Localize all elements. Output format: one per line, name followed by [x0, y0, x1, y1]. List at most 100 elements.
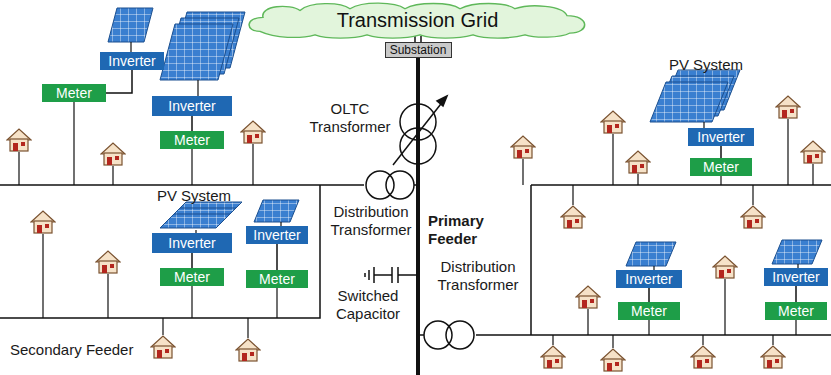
node-text: Inverter [772, 269, 819, 285]
inverter-box: Inverter [152, 96, 232, 116]
panel-wire [130, 42, 131, 52]
annotation-label: Distribution Transformer [327, 203, 415, 239]
panel-wire [197, 80, 198, 96]
house-icon [541, 346, 565, 368]
house-wire [572, 185, 573, 205]
house-icon [561, 206, 585, 228]
house-wire [552, 335, 553, 345]
pv-panel [254, 200, 299, 222]
pv-panel [108, 8, 153, 42]
oltc-transformer-symbol [393, 96, 447, 165]
annotation-label: Secondary Feeder [10, 341, 160, 359]
annotation-label: Primary Feeder [428, 212, 508, 248]
inverter-box: Inverter [152, 233, 232, 253]
house-wire [637, 174, 638, 185]
connector-line [720, 146, 722, 158]
annotation-label: PV System [148, 187, 240, 205]
annotation-label: Switched Capacitor [324, 287, 412, 323]
house-icon [761, 346, 785, 368]
meter-wire [276, 288, 277, 318]
house-wire [18, 152, 19, 185]
house-icon [151, 336, 175, 358]
house-icon [7, 129, 31, 151]
primary-feeder-line [416, 58, 420, 375]
connector [795, 286, 797, 302]
node-text: Inverter [625, 271, 672, 287]
pv-panels [108, 8, 822, 266]
meter-box: Meter [160, 131, 224, 149]
node-text: Inverter [108, 53, 155, 69]
pv-panel [626, 242, 676, 266]
connector-line [191, 116, 193, 131]
node-text: Transmission Grid [337, 9, 499, 32]
connector [648, 288, 650, 302]
house-icon [96, 251, 120, 273]
connector [191, 253, 193, 268]
meter-box: Meter [618, 302, 680, 320]
connector-line [648, 288, 650, 302]
house-wire [107, 274, 108, 318]
inverter-box: Inverter [246, 226, 308, 244]
house-icon [601, 111, 625, 133]
house-wire [587, 309, 588, 335]
cloud-node: Transmission Grid [245, 0, 590, 40]
distribution-transformer-symbol [366, 171, 418, 199]
house-icon [576, 286, 600, 308]
house-wire [772, 335, 773, 345]
house-wire [42, 234, 43, 318]
annotation-label: OLTC Transformer [304, 100, 396, 136]
node-text: Inverter [168, 235, 215, 251]
meter-wire [720, 176, 721, 185]
node-text: Meter [631, 303, 667, 319]
inverter-box: Inverter [616, 270, 682, 288]
meter-box: Meter [765, 302, 827, 320]
house-wire [522, 159, 523, 185]
house-icon [713, 256, 737, 278]
node-text: Inverter [253, 227, 300, 243]
node-text: Meter [174, 269, 210, 285]
inverter-box: Inverter [764, 268, 828, 286]
house-wire [612, 134, 613, 185]
cloud-shape [249, 3, 585, 38]
connector-line [795, 286, 797, 302]
inverter-box: Inverter [100, 52, 164, 70]
connector-line [106, 70, 132, 93]
inverter-box: Inverter [688, 128, 754, 146]
bus-lines [0, 185, 831, 335]
switched-capacitor-symbol [365, 267, 418, 283]
house-wire [752, 185, 753, 205]
house-icon [31, 211, 55, 233]
pv-panel [772, 240, 822, 264]
node-text: Meter [778, 303, 814, 319]
meter-wire [191, 149, 192, 185]
meter-box: Meter [160, 268, 224, 286]
node-text: Meter [259, 271, 295, 287]
house-icon [236, 339, 260, 361]
houses [7, 96, 825, 371]
pv-panel [160, 24, 233, 80]
meter-wire [795, 320, 796, 335]
meter-box: Meter [690, 158, 752, 176]
connector-line [191, 253, 193, 268]
house-wire [112, 166, 113, 185]
house-icon [691, 346, 715, 368]
connector [720, 146, 722, 158]
connector [276, 244, 278, 270]
meter-box: Meter [246, 270, 308, 288]
node-text: Inverter [168, 98, 215, 114]
connector [191, 116, 193, 131]
house-icon [801, 141, 825, 163]
house-wire [812, 164, 813, 185]
house-icon [626, 151, 650, 173]
meter-wire [191, 286, 192, 318]
node-text: Meter [56, 85, 92, 101]
service-wires [19, 42, 813, 348]
connector-line [276, 244, 278, 270]
house-wire [247, 318, 248, 338]
pv-panel [160, 214, 230, 228]
house-wire [162, 318, 163, 335]
house-wire [787, 119, 788, 185]
house-icon [241, 121, 265, 143]
house-icon [776, 96, 800, 118]
